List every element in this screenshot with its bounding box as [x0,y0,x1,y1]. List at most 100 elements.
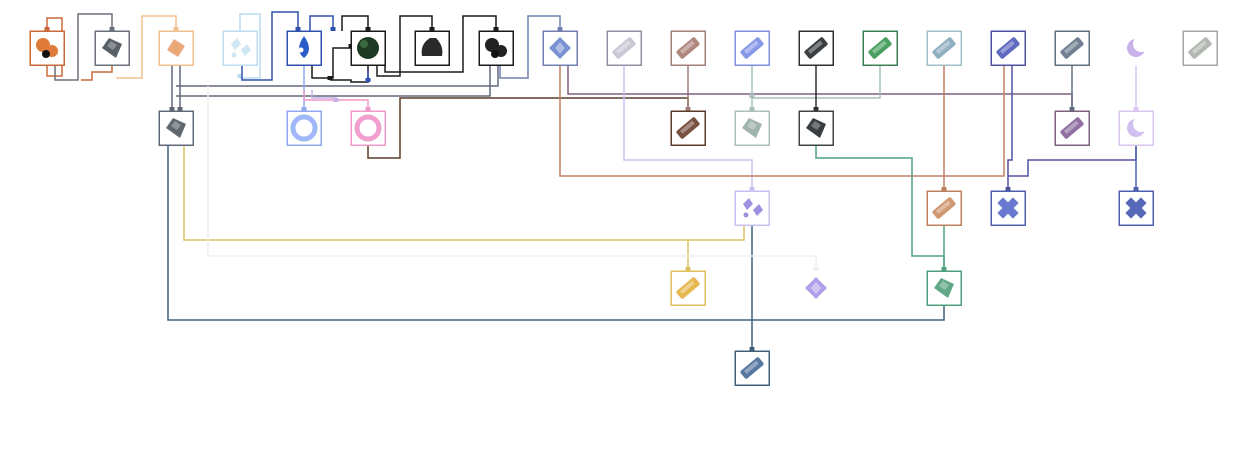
item-node[interactable] [799,271,833,305]
item-node[interactable] [94,30,130,66]
arrow-head [749,94,755,98]
item-node[interactable] [862,30,898,66]
water-drop-icon [298,36,309,58]
item-node[interactable] [926,270,962,306]
item-node[interactable] [1054,30,1090,66]
steel-ingot-icon [1060,37,1084,59]
arrow-head [301,107,307,111]
item-node[interactable] [670,30,706,66]
storm-ingot-icon [740,357,764,379]
item-node[interactable] [670,110,706,146]
item-node[interactable] [1182,30,1218,66]
arrow-head [685,107,691,111]
ice-shard-icon [231,38,251,58]
arrow-head [749,347,755,351]
connector-line [116,15,177,79]
item-node[interactable] [926,30,962,66]
arrow-head [429,27,435,31]
silver-bar-icon [612,37,636,59]
item-node[interactable] [734,350,770,386]
item-node[interactable] [158,30,194,66]
arrow-head [749,187,755,191]
connector-line [567,66,1073,111]
connector-line [1007,66,1013,191]
arrow-head [365,78,371,82]
amethyst-ingot-icon [1060,117,1084,139]
item-node[interactable] [1054,110,1090,146]
arrow-head [1133,107,1139,111]
node-frame [158,30,194,66]
item-node[interactable] [798,30,834,66]
item-node[interactable] [734,30,770,66]
connector-line [1008,146,1137,177]
jade-chunk-icon [934,278,954,298]
connector-line [81,66,113,81]
connector-line [309,15,334,31]
node-frame [798,110,834,146]
arrow-head [941,267,947,271]
arrow-head [557,27,563,31]
item-node[interactable] [734,110,770,146]
node-frame [926,30,962,66]
connector-line [176,66,499,87]
connector-line [341,15,369,31]
coal-sack-icon [421,38,443,56]
sapphire-cross-icon [997,197,1019,219]
obsidian-cluster-icon [485,38,507,58]
item-node[interactable] [926,190,962,226]
arrow-head [813,267,819,271]
item-node[interactable] [798,110,834,146]
connector-line [311,47,351,79]
crescent-moon-icon [1127,36,1149,57]
crystal-block-icon [549,37,571,59]
item-node[interactable] [158,110,194,146]
slate-chunk-icon [166,118,186,138]
item-node[interactable] [542,30,578,66]
arrow-head [493,27,499,31]
copper-nugget-icon [167,39,185,57]
item-node[interactable] [478,30,514,66]
violet-shards-icon [743,198,763,218]
item-node[interactable] [734,190,770,226]
node-frame [734,190,770,226]
item-node[interactable] [1119,31,1153,65]
connector-line [183,146,745,241]
item-node[interactable] [1118,110,1154,146]
moon-orb-icon [1127,116,1149,137]
item-node[interactable] [990,190,1026,226]
blue-swirl-icon [290,114,318,142]
item-node[interactable] [670,270,706,306]
connector-line [239,13,261,79]
item-node[interactable] [606,30,642,66]
gold-ingot-icon [676,277,700,299]
azure-ingot-icon [740,37,764,59]
rose-ingot-icon [676,37,700,59]
item-node[interactable] [1118,190,1154,226]
item-node[interactable] [286,110,322,146]
arrow-head [177,107,183,111]
indigo-cross-icon [1125,197,1147,219]
connector-line [376,15,433,77]
item-node[interactable] [990,30,1026,66]
arrow-head [237,74,243,78]
sage-ingot-icon [1188,37,1212,59]
item-node[interactable] [350,30,386,66]
connector-line [167,146,945,321]
item-node[interactable] [414,30,450,66]
connector-line [176,66,491,97]
emerald-ingot-icon [868,37,892,59]
arrow-head [749,107,755,111]
connector-line [207,86,817,271]
frost-ingot-icon [932,37,956,59]
connector-line [241,11,299,81]
item-node[interactable] [29,30,65,66]
connector-line [499,15,561,79]
item-node[interactable] [350,110,386,146]
arrow-head [685,267,691,271]
arrow-head [169,107,175,111]
arrow-head [109,27,115,31]
item-node[interactable] [222,30,258,66]
item-node[interactable] [286,30,322,66]
connector-line [54,13,113,81]
